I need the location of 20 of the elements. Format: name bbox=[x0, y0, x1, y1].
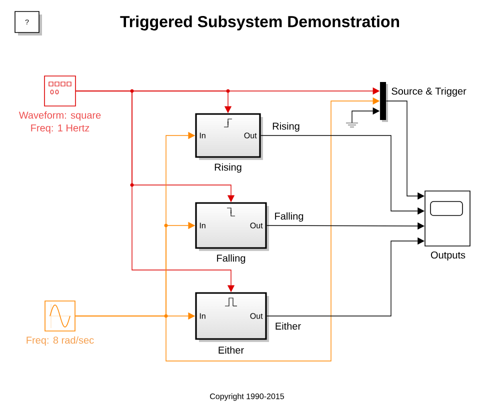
edge-label: Rising bbox=[272, 122, 300, 132]
block-label: Falling bbox=[217, 254, 246, 264]
title: Triggered Subsystem Demonstration bbox=[120, 16, 400, 30]
sine-wave-block bbox=[44, 300, 76, 332]
edge-label: Falling bbox=[275, 212, 304, 222]
block-label: Source & Trigger bbox=[392, 87, 466, 97]
ground-symbol bbox=[346, 122, 358, 128]
subsystem-block: In Out bbox=[195, 292, 269, 342]
subsystem-block: In Out bbox=[195, 202, 269, 251]
subsystem-block: In Out bbox=[195, 113, 263, 160]
copyright-note: Copyright 1990-2015 bbox=[210, 393, 284, 401]
block-label: Freq: 8 rad/sec bbox=[26, 336, 94, 346]
scope-block bbox=[424, 190, 470, 246]
pulse-generator-block bbox=[44, 76, 76, 106]
block-label: Waveform: square bbox=[18, 111, 101, 121]
block-label: Freq: 1 Hertz bbox=[31, 124, 90, 134]
block-label: Rising bbox=[214, 163, 242, 173]
block-label: Outputs bbox=[430, 251, 466, 261]
block-label: Either bbox=[218, 346, 244, 354]
edge-label: Either bbox=[276, 322, 301, 330]
